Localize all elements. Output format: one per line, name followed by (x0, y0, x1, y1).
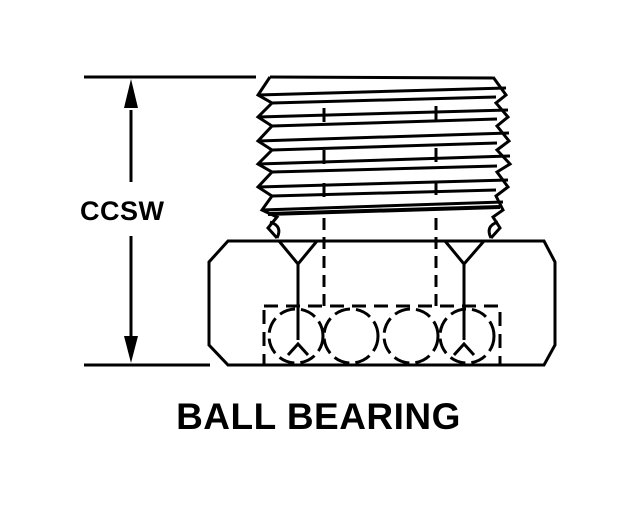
ball-3 (382, 307, 440, 365)
dimension-label: CCSW (80, 196, 165, 226)
drill-points (277, 240, 486, 357)
arrow-up-icon (124, 79, 138, 108)
ball-1 (267, 307, 325, 365)
bearing-race (262, 304, 502, 367)
dimension-line (124, 79, 138, 363)
hidden-lines (322, 218, 438, 306)
ball-4 (438, 307, 496, 365)
threaded-shank (255, 75, 513, 240)
hex-body (207, 239, 557, 367)
arrow-down-icon (124, 336, 138, 363)
ball-2 (322, 307, 380, 365)
diagram-title: BALL BEARING (176, 396, 461, 437)
bearing-balls (267, 307, 496, 365)
